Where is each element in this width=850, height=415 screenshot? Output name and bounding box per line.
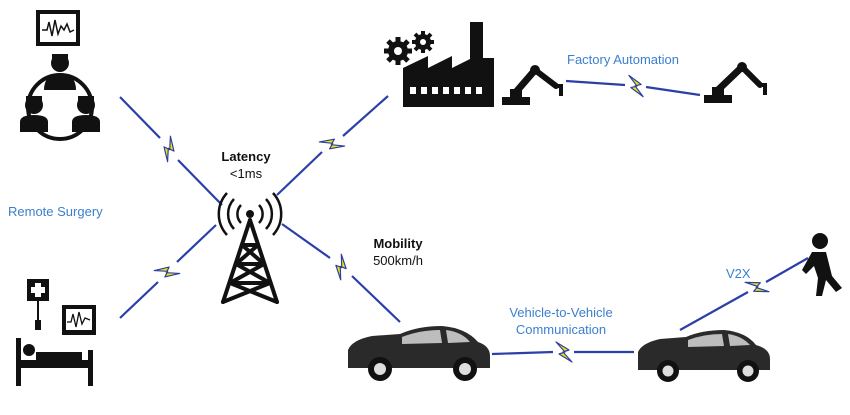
car-icon bbox=[348, 326, 490, 381]
link-tower-factory bbox=[276, 95, 389, 196]
car-icon bbox=[638, 330, 770, 382]
lightning-icon bbox=[318, 130, 346, 158]
latency-value: <1ms bbox=[229, 166, 263, 181]
remote-surgery-label: Remote Surgery bbox=[8, 204, 103, 219]
lightning-icon bbox=[555, 341, 573, 363]
mobility-title: Mobility bbox=[373, 236, 423, 251]
pedestrian-icon bbox=[802, 233, 842, 296]
link-car-car bbox=[491, 341, 634, 363]
lightning-icon bbox=[153, 258, 181, 286]
monitor-icon bbox=[36, 10, 80, 46]
robot-arm-icon bbox=[502, 65, 563, 105]
v2v-label-line2: Communication bbox=[515, 322, 607, 337]
factory-automation-label: Factory Automation bbox=[567, 52, 679, 67]
link-robot-robot bbox=[565, 74, 701, 98]
v2v-label-line1: Vehicle-to-Vehicle bbox=[509, 305, 613, 320]
latency-label: Latency <1ms bbox=[210, 148, 282, 182]
lightning-icon bbox=[155, 135, 183, 163]
lightning-icon bbox=[327, 253, 355, 281]
link-car-pedestrian bbox=[679, 257, 809, 331]
factory-icon bbox=[403, 22, 494, 107]
latency-title: Latency bbox=[221, 149, 271, 164]
robot-arm-icon bbox=[704, 62, 767, 103]
cell-tower-icon bbox=[217, 192, 283, 304]
lightning-icon bbox=[626, 74, 646, 98]
hospital-bed-icon bbox=[16, 279, 96, 386]
gear-icon bbox=[384, 31, 434, 65]
v2x-label: V2X bbox=[726, 266, 751, 281]
surgical-team-icon bbox=[20, 54, 100, 141]
link-tower-hospital bbox=[119, 224, 217, 319]
link-tower-remote-surgery bbox=[119, 96, 223, 206]
link-tower-car bbox=[281, 223, 401, 323]
mobility-label: Mobility 500km/h bbox=[360, 235, 436, 269]
v2v-label: Vehicle-to-Vehicle Communication bbox=[495, 304, 627, 338]
mobility-value: 500km/h bbox=[373, 253, 423, 268]
